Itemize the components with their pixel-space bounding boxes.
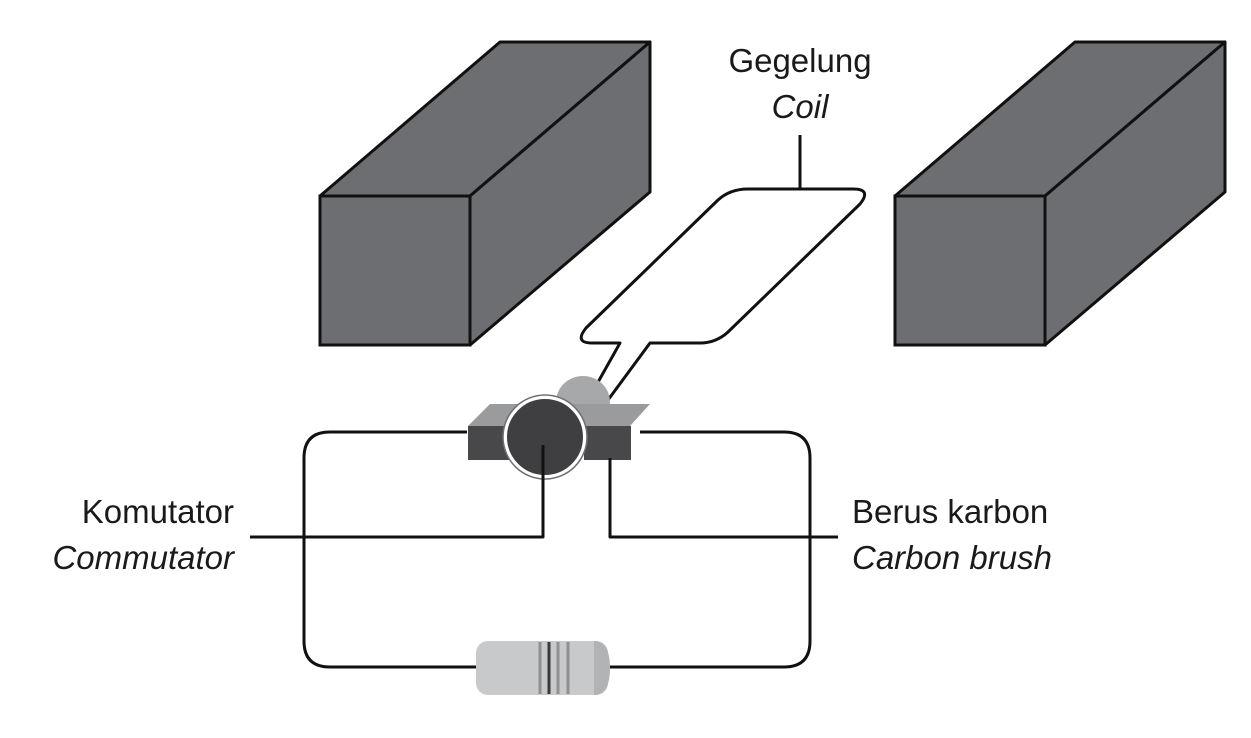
left-magnet	[318, 40, 652, 347]
commutator	[503, 395, 587, 479]
coil-label: Gegelung Coil	[700, 38, 900, 130]
carbon-brush-label: Berus karbon Carbon brush	[852, 489, 1152, 581]
battery	[476, 641, 610, 695]
right-magnet-front	[893, 194, 1047, 347]
commutator-label-en: Commutator	[52, 539, 234, 576]
left-magnet-front	[318, 194, 472, 347]
carbon-brush-label-ms: Berus karbon	[852, 493, 1049, 530]
carbon-brush-right	[584, 426, 631, 460]
coil-label-ms: Gegelung	[728, 42, 872, 79]
commutator-label: Komutator Commutator	[0, 489, 234, 581]
commutator-leader-line	[250, 445, 545, 539]
commutator-label-ms: Komutator	[81, 493, 234, 530]
coil-loop	[579, 187, 867, 401]
circuit-wire	[302, 430, 812, 669]
coil-label-en: Coil	[771, 88, 829, 125]
carbon-brush-leader-line	[608, 458, 838, 539]
right-magnet	[893, 40, 1227, 347]
carbon-brush-label-en: Carbon brush	[852, 539, 1052, 576]
